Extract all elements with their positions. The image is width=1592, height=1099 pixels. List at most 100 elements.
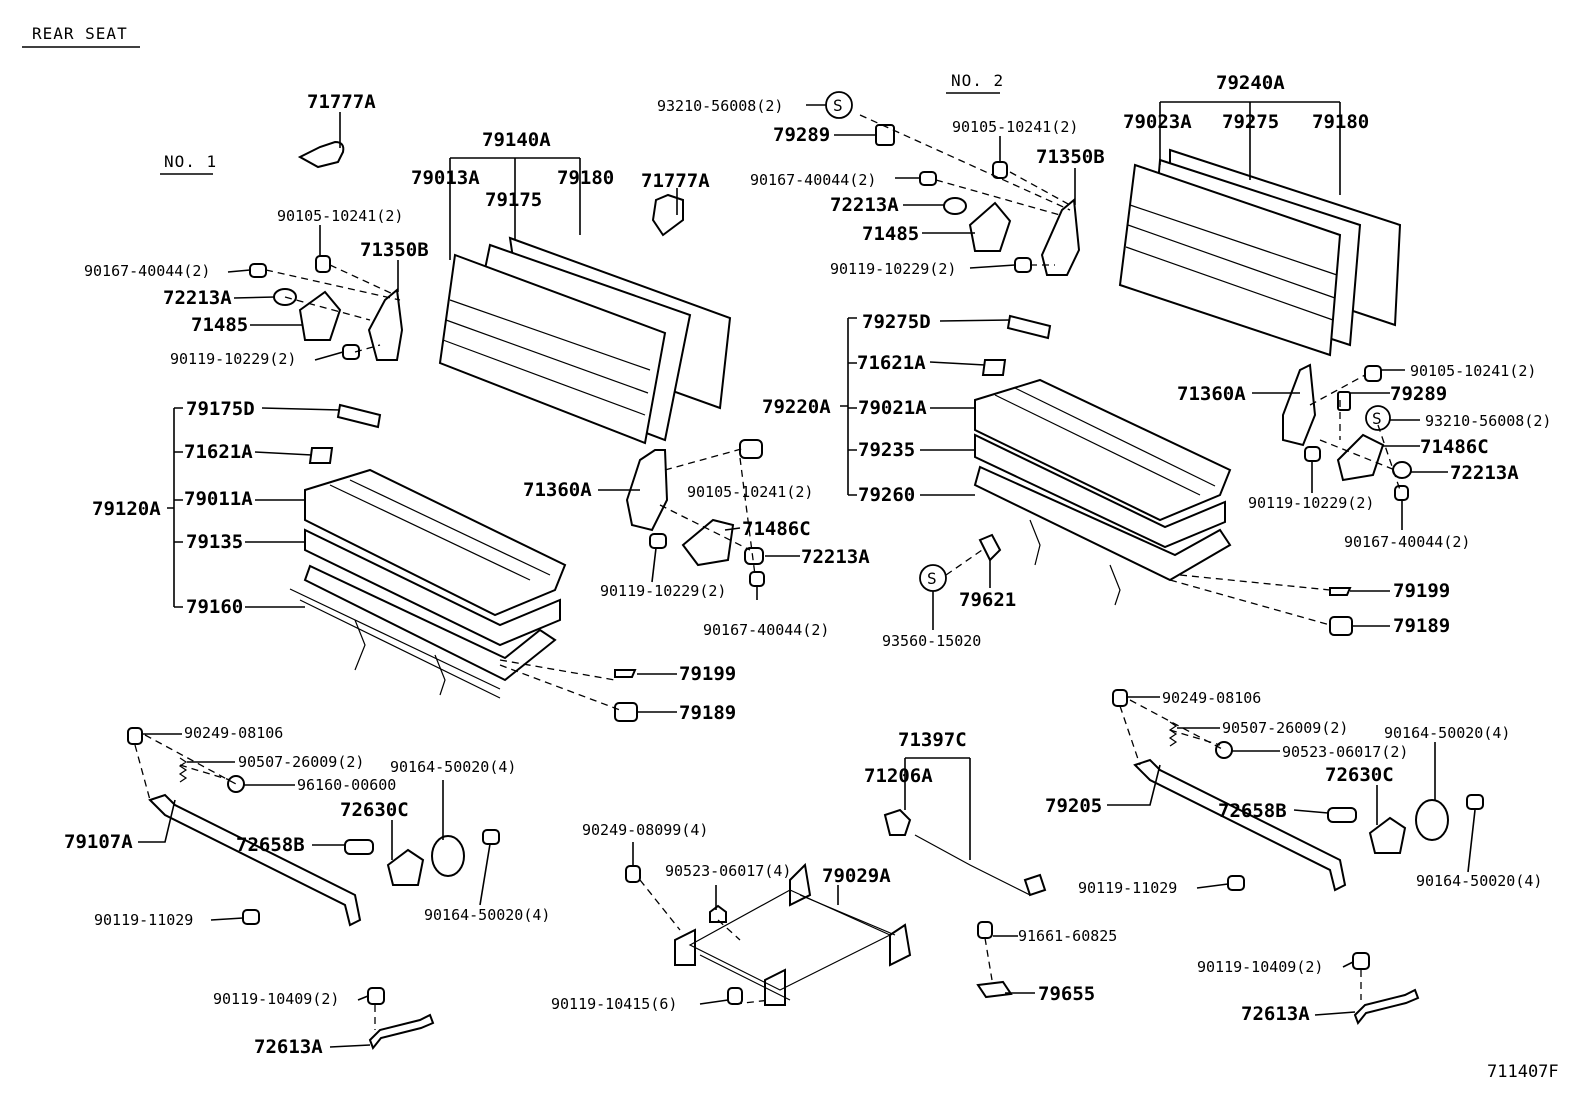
part-label: 90523-06017(4) (665, 862, 791, 880)
frame-79029a (688, 889, 892, 991)
part-label: 71486C (1420, 436, 1489, 458)
part-label: 79175D (186, 398, 255, 420)
hinge-71350b-right (1040, 198, 1081, 276)
part-label: 71360A (1177, 383, 1246, 405)
part-label: 72630C (340, 799, 409, 821)
part-label: 90507-26009(2) (1222, 719, 1348, 737)
part-label: 79260 (858, 484, 915, 506)
part-label: 90164-50020(4) (1416, 872, 1542, 890)
bolt-90119-10415 (727, 987, 743, 1005)
part-label: 79199 (679, 663, 736, 685)
part-label: 90119-11029 (1078, 879, 1177, 897)
part-label: 71350B (360, 239, 429, 261)
part-label: 79205 (1045, 795, 1102, 817)
part-label: 90105-10241(2) (1410, 362, 1536, 380)
part-label: 79023A (1123, 111, 1192, 133)
part-label: 90105-10241(2) (277, 207, 403, 225)
part-label: 90167-40044(2) (750, 171, 876, 189)
part-label: 71360A (523, 479, 592, 501)
part-label: 71485 (862, 223, 919, 245)
seat-pad-79235 (974, 433, 1226, 549)
nut-90523-center (709, 904, 727, 923)
cap-72213a-top (943, 197, 967, 215)
bolt-90249-08106-right (1112, 689, 1128, 707)
part-label: 72213A (163, 287, 232, 309)
cover-71486c-left (681, 518, 735, 567)
seatback-cover-79023a (1118, 163, 1342, 357)
part-label: 79289 (1390, 383, 1447, 405)
label-79275d (1006, 314, 1052, 340)
spring-90507-left (178, 757, 188, 783)
hinge-71360a-left (625, 449, 669, 532)
clip-79199-left (614, 669, 637, 678)
part-label: 79199 (1393, 580, 1450, 602)
part-label: 90249-08106 (184, 724, 283, 742)
part-label: 79240A (1216, 72, 1285, 94)
part-label: 90164-50020(4) (390, 758, 516, 776)
part-label: 71486C (742, 518, 811, 540)
bolt-90164-left-b (482, 829, 500, 845)
nut-96160 (227, 775, 245, 793)
seat-cushion-79011a (304, 468, 567, 617)
cover-79289-right (1337, 391, 1351, 411)
part-label: 79289 (773, 124, 830, 146)
part-label: 79175 (485, 189, 542, 211)
part-label: 79235 (858, 439, 915, 461)
bolt-90167-right (1394, 485, 1409, 501)
part-label: 90167-40044(2) (84, 262, 210, 280)
bolt-90249-08106-left (127, 727, 143, 745)
bracket-72613a-right (1353, 988, 1420, 1025)
part-label: 90119-10229(2) (600, 582, 726, 600)
bolt-90167-left (249, 263, 267, 278)
part-label: 90119-10409(2) (1197, 958, 1323, 976)
part-label: 93210-56008(2) (657, 97, 783, 115)
leg-rear-left (789, 862, 812, 907)
bracket-79621 (978, 533, 1002, 562)
bolt-90119-11029-right (1227, 875, 1245, 891)
hinge-71360a-right (1282, 363, 1317, 447)
part-label: 90167-40044(2) (703, 621, 829, 639)
bolt-90119-10409-left (367, 987, 385, 1005)
part-label: 79180 (1312, 111, 1369, 133)
cover-71777a-center (651, 193, 684, 237)
cover-72658b-right (1327, 807, 1357, 823)
part-label: 93560-15020 (882, 632, 981, 650)
s-symbol-text-a: S (833, 96, 843, 115)
cover-79289-top (875, 124, 895, 146)
cover-71486c-right (1336, 433, 1385, 482)
part-label: 79189 (679, 702, 736, 724)
figure-code: 711407F (1487, 1062, 1559, 1082)
part-label: 79189 (1393, 615, 1450, 637)
label-79175d (336, 403, 382, 429)
part-label: 90119-10415(6) (551, 995, 677, 1013)
leg-rear-right (889, 923, 912, 967)
bolt-91661 (977, 921, 993, 939)
part-label: 71621A (857, 352, 926, 374)
part-label: 71621A (184, 441, 253, 463)
part-label: 71485 (191, 314, 248, 336)
part-label: 79180 (557, 167, 614, 189)
part-label: 90119-10409(2) (213, 990, 339, 1008)
parts-layer (127, 91, 1484, 1050)
part-label: 90523-06017(2) (1282, 743, 1408, 761)
bracket-72613a-left (368, 1013, 435, 1050)
cover-71485-right (968, 201, 1012, 252)
cover-79189-left (614, 702, 638, 722)
part-label: 71777A (641, 170, 710, 192)
bolt-90119-10409-right (1352, 952, 1370, 970)
part-label: 79013A (411, 167, 480, 189)
part-label: 79011A (184, 488, 253, 510)
bolt-90119-top (1014, 257, 1032, 273)
part-label: 90507-26009(2) (238, 753, 364, 771)
cover-71485-left (298, 290, 342, 341)
part-label: 90164-50020(4) (1384, 724, 1510, 742)
lock-90164-left (431, 835, 465, 877)
cap-72213a-right (1392, 461, 1412, 479)
label-71621a-right (981, 359, 1007, 376)
part-label: 79160 (186, 596, 243, 618)
part-label: 72213A (1450, 462, 1519, 484)
part-label: 90164-50020(4) (424, 906, 550, 924)
section-no2-label: NO. 2 (951, 71, 1004, 90)
leg-front-left (674, 928, 696, 966)
